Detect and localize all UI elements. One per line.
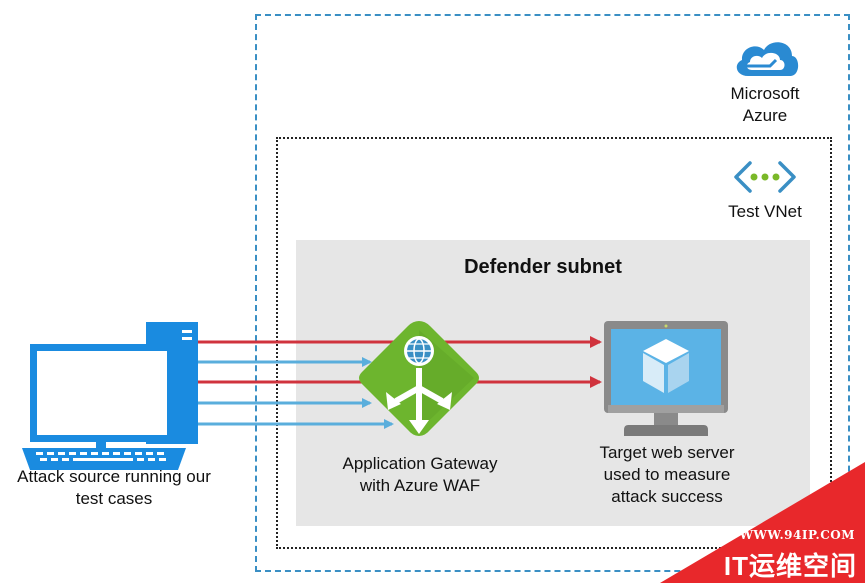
watermark-url: WWW.94IP.COM bbox=[739, 528, 855, 542]
virtual-machine-icon bbox=[604, 321, 728, 436]
azure-label-line2: Azure bbox=[742, 106, 788, 125]
server-label-line1: Target web server bbox=[599, 443, 735, 462]
attacker-label: Attack source running our test cases bbox=[0, 466, 228, 510]
azure-cloud-icon bbox=[736, 42, 799, 76]
gateway-label-line1: Application Gateway bbox=[342, 454, 498, 473]
azure-boundary bbox=[255, 14, 850, 572]
watermark-banner bbox=[660, 462, 865, 583]
server-label-line3: attack success bbox=[611, 487, 723, 506]
azure-label: Microsoft Azure bbox=[715, 83, 815, 127]
gateway-label-line2: with Azure WAF bbox=[359, 476, 481, 495]
attacker-label-line2: test cases bbox=[75, 489, 153, 508]
vnet-label: Test VNet bbox=[728, 202, 802, 221]
attacker-label-line1: Attack source running our bbox=[17, 467, 211, 486]
azure-label-line1: Microsoft bbox=[730, 84, 800, 103]
application-gateway-icon bbox=[359, 321, 479, 436]
vnet-icon bbox=[734, 161, 796, 193]
server-label-line2: used to measure bbox=[603, 465, 731, 484]
server-label: Target web server used to measure attack… bbox=[572, 442, 762, 508]
subnet-title: Defender subnet bbox=[464, 256, 622, 278]
gateway-label: Application Gateway with Azure WAF bbox=[320, 453, 520, 497]
desktop-computer-icon bbox=[22, 322, 198, 470]
watermark-text: IT运维空间 bbox=[723, 551, 857, 581]
